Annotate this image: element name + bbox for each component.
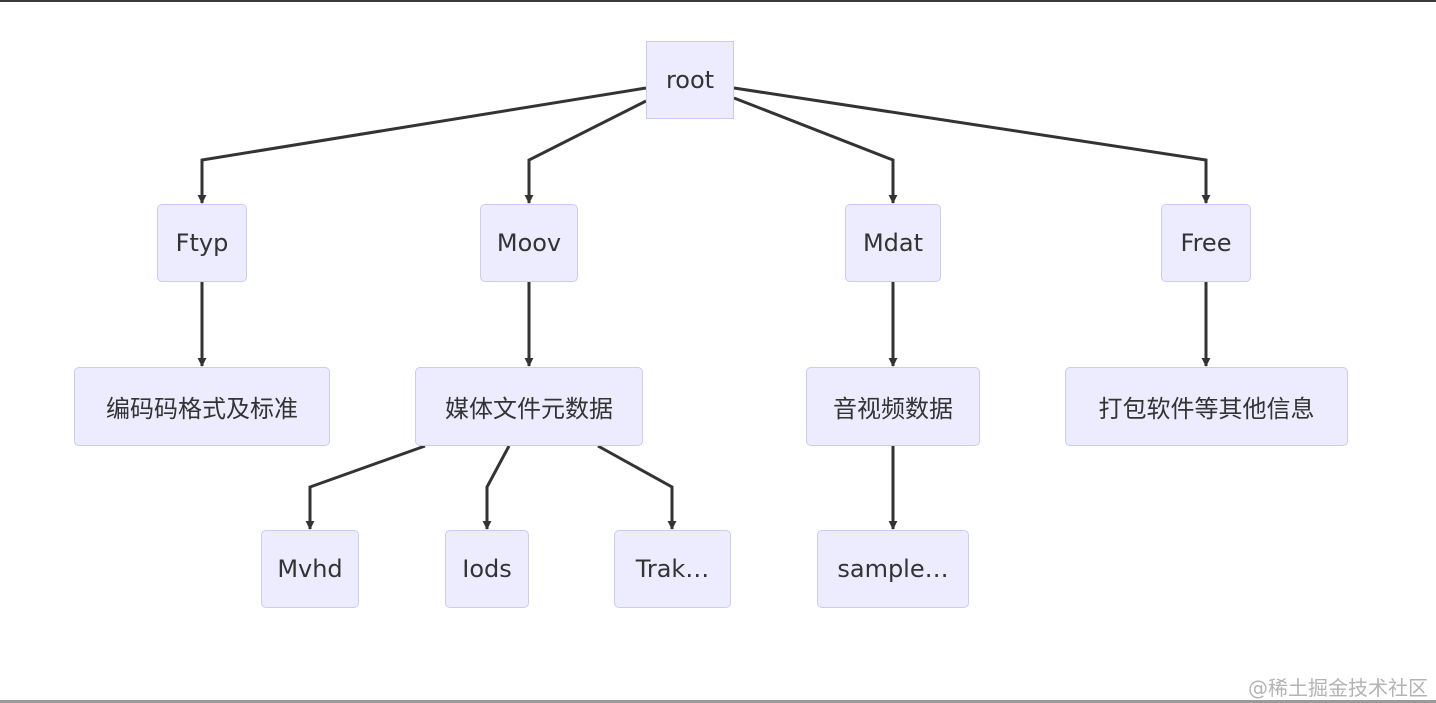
edge-root-ftyp	[197, 86, 647, 204]
edge-root-moov	[524, 99, 647, 204]
node-free-child: 打包软件等其他信息	[1065, 367, 1348, 446]
node-root: root	[646, 41, 734, 119]
top-divider	[0, 0, 1436, 2]
node-ftyp: Ftyp	[157, 204, 247, 282]
edge-moov-child-iods	[482, 445, 511, 530]
edge-root-free	[733, 86, 1211, 204]
node-free: Free	[1161, 204, 1251, 282]
node-mdat: Mdat	[845, 204, 941, 282]
node-mvhd: Mvhd	[261, 530, 359, 608]
node-ftyp-child: 编码码格式及标准	[74, 367, 330, 446]
edge-root-mdat	[733, 96, 898, 204]
watermark-text: @稀土掘金技术社区	[1248, 676, 1428, 700]
edge-moov-child-trak	[597, 444, 677, 530]
node-sample: sample…	[817, 530, 969, 608]
edge-moov-child-mvhd	[305, 444, 426, 530]
node-moov: Moov	[480, 204, 578, 282]
node-iods: Iods	[445, 530, 529, 608]
bottom-divider	[0, 700, 1436, 703]
node-mdat-child: 音视频数据	[806, 367, 980, 446]
node-trak: Trak…	[614, 530, 731, 608]
node-moov-child: 媒体文件元数据	[415, 367, 643, 446]
